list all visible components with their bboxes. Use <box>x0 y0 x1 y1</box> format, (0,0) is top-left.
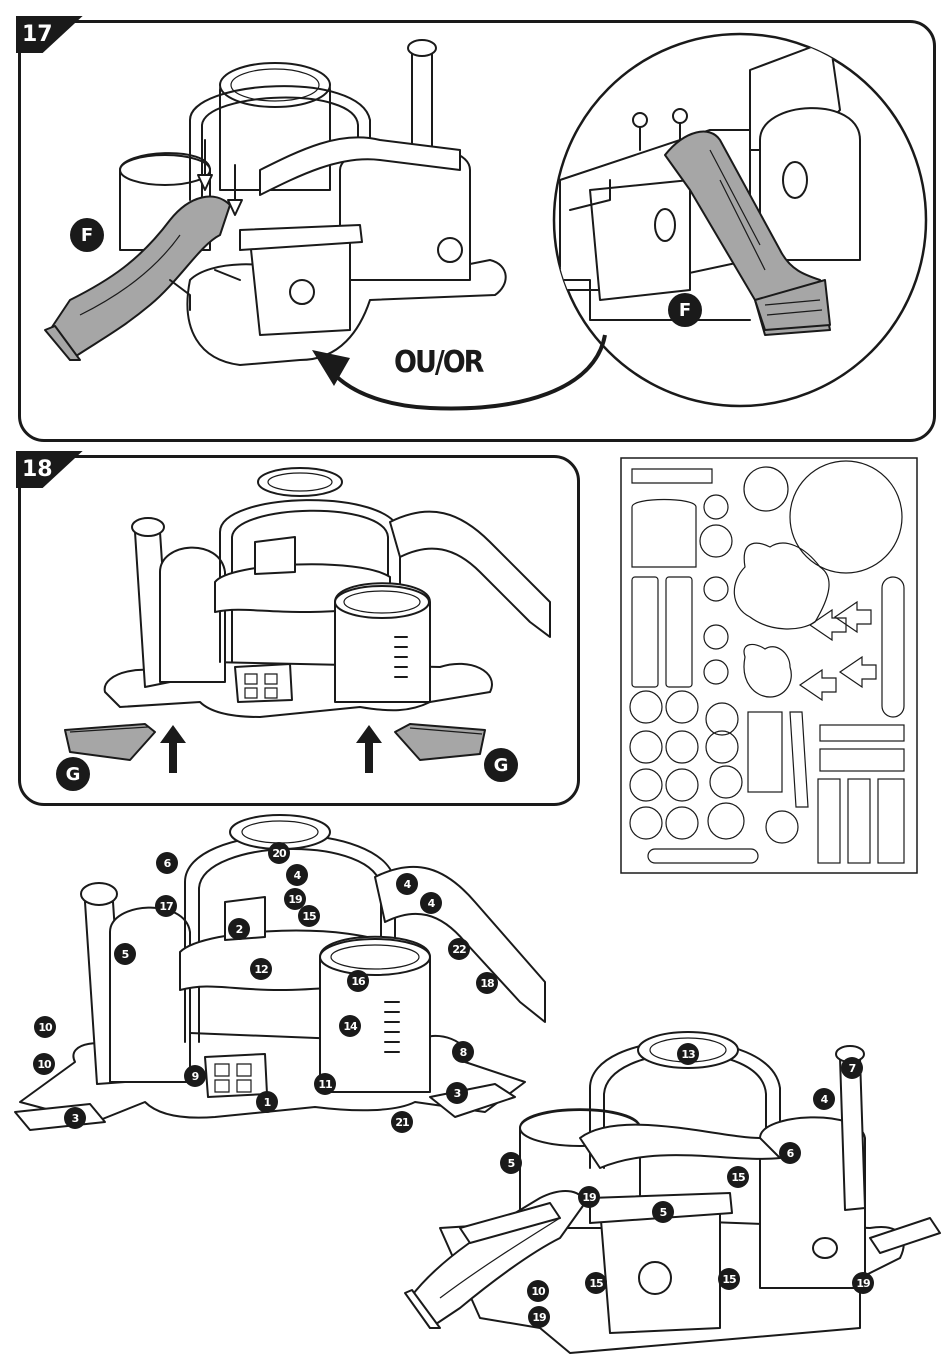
part-number-label: 18 <box>476 972 498 994</box>
part-number-label: 6 <box>779 1142 801 1164</box>
part-number-label: 9 <box>184 1065 206 1087</box>
part-number-label: 11 <box>314 1073 336 1095</box>
part-number-label: 8 <box>452 1041 474 1063</box>
part-number-label: 15 <box>585 1272 607 1294</box>
overview-right-illustration <box>400 1028 945 1363</box>
part-number-label: 1 <box>256 1091 278 1113</box>
part-number-label: 10 <box>33 1053 55 1075</box>
part-number-label: 3 <box>64 1107 86 1129</box>
part-number-label: 5 <box>114 943 136 965</box>
part-g-label-left: G <box>66 764 81 785</box>
part-number-label: 10 <box>34 1016 56 1038</box>
part-number-label: 16 <box>347 970 369 992</box>
part-number-label: 4 <box>286 864 308 886</box>
part-number-label: 3 <box>446 1082 468 1104</box>
part-number-label: 12 <box>250 958 272 980</box>
up-arrow-icon <box>356 725 382 773</box>
step-18-number: 18 <box>22 457 53 482</box>
part-number-label: 4 <box>813 1088 835 1110</box>
part-number-label: 15 <box>718 1268 740 1290</box>
part-number-label: 5 <box>500 1152 522 1174</box>
part-f-callout-zoom: F <box>668 293 702 327</box>
part-f-callout-left: F <box>70 218 104 252</box>
sticker-sheet-icon <box>620 457 918 874</box>
part-number-label: 19 <box>578 1186 600 1208</box>
part-number-label: 17 <box>155 895 177 917</box>
part-number-label: 14 <box>339 1015 361 1037</box>
part-number-label: 4 <box>420 892 442 914</box>
up-arrow-icon <box>160 725 186 773</box>
part-number-label: 19 <box>852 1272 874 1294</box>
part-number-label: 13 <box>677 1043 699 1065</box>
part-number-label: 10 <box>527 1280 549 1302</box>
part-number-label: 7 <box>841 1057 863 1079</box>
part-g-label-right: G <box>494 755 509 776</box>
part-number-label: 20 <box>268 842 290 864</box>
part-number-label: 2 <box>228 918 250 940</box>
part-g-callout-right: G <box>484 748 518 782</box>
part-f-label-zoom: F <box>679 300 691 321</box>
part-number-label: 5 <box>652 1201 674 1223</box>
part-number-label: 21 <box>391 1111 413 1133</box>
part-number-label: 6 <box>156 852 178 874</box>
option-text: OU/OR <box>394 345 482 380</box>
part-number-label: 15 <box>298 905 320 927</box>
part-number-label: 4 <box>396 873 418 895</box>
part-number-label: 19 <box>528 1306 550 1328</box>
part-g-piece-right <box>390 722 490 767</box>
part-g-callout-left: G <box>56 757 90 791</box>
part-f-label-left: F <box>81 225 93 246</box>
part-number-label: 15 <box>727 1166 749 1188</box>
part-number-label: 22 <box>448 938 470 960</box>
